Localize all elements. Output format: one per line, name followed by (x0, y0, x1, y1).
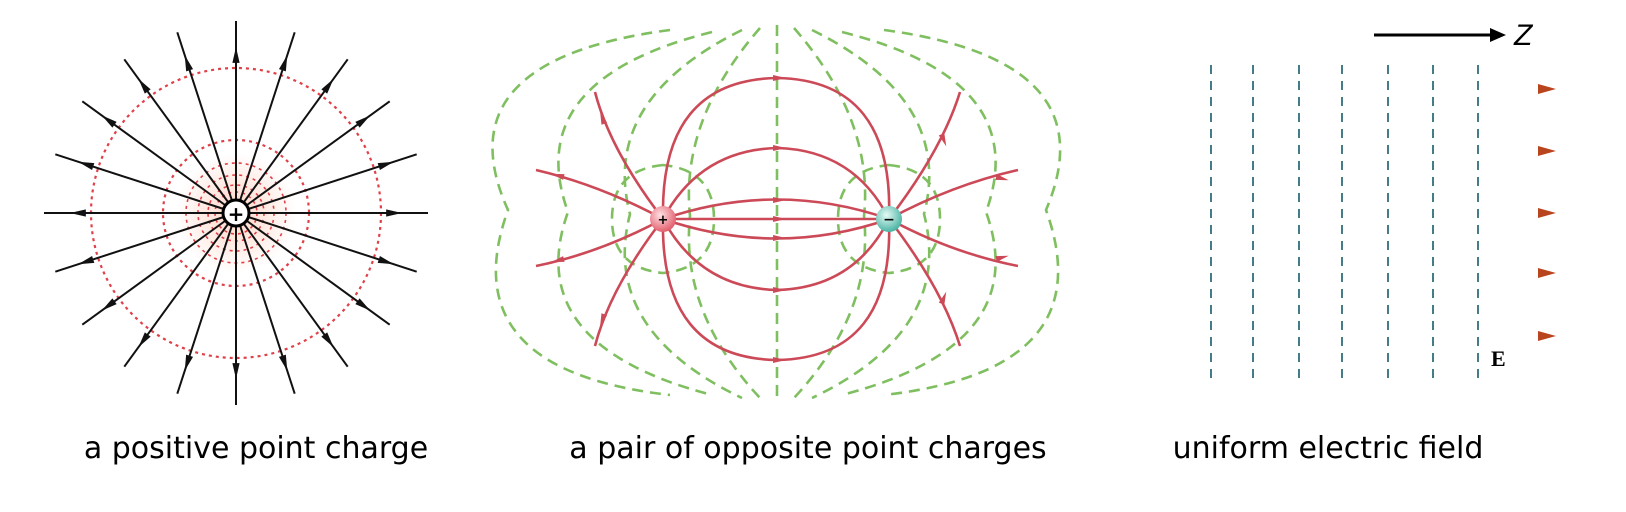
field-line-arrow (773, 145, 786, 151)
field-arrow-head (1538, 84, 1556, 94)
field-line (888, 217, 1019, 268)
field-line-arrow (78, 255, 95, 265)
field-arrow-head (1538, 208, 1556, 218)
field-line-arrow (377, 255, 394, 265)
field-line-arrow (600, 111, 608, 125)
dipole-negative-symbol: − (883, 212, 895, 228)
dipole-positive-charge (650, 206, 676, 232)
field-line-arrow (386, 209, 402, 217)
field-line-arrow (184, 354, 194, 371)
field-line-arrow (600, 313, 608, 327)
field-line-arrow (995, 255, 1009, 262)
field-line-arrow (278, 55, 288, 72)
positive-charge-symbol: + (228, 202, 245, 226)
dipole-diagram: + − a pair of opposite point charges (491, 25, 1062, 466)
field-line (887, 91, 962, 220)
field-line-arrow (773, 357, 786, 363)
field-line-arrow (551, 173, 565, 180)
z-axis-arrow (1374, 28, 1506, 42)
field-arrow-head (1538, 331, 1556, 341)
field-line-arrow (321, 78, 334, 94)
equipotential-line (557, 30, 713, 397)
dipole-negative-charge (876, 206, 902, 232)
equipotential-line (836, 163, 942, 275)
z-axis-label: Z (1513, 19, 1534, 52)
uniform-field-arrows (1168, 84, 1556, 341)
field-line-arrow (773, 287, 786, 293)
field-line (535, 217, 664, 268)
field-line-arrow (101, 115, 117, 128)
field-line-arrow (377, 161, 394, 171)
field-line-arrow (78, 161, 95, 171)
field-line-arrow (232, 363, 240, 379)
field-line-arrow (184, 55, 194, 72)
field-line-arrow (321, 332, 334, 348)
field-line-arrow (995, 174, 1009, 181)
dipole-positive-symbol: + (658, 213, 669, 228)
caption-positive-point-charge: a positive point charge (84, 431, 428, 466)
equipotential-line (610, 163, 716, 275)
field-line-arrow (355, 115, 371, 128)
field-line-arrow (551, 256, 565, 263)
field-line (535, 168, 664, 221)
field-arrow-head (1538, 268, 1556, 278)
positive-charge (221, 198, 251, 228)
field-line-arrow (101, 298, 117, 311)
field-line-arrow (355, 298, 371, 311)
field-line-arrow (232, 47, 240, 63)
equipotential-line (883, 28, 1062, 397)
equipotential-line (793, 27, 867, 399)
field-label-e: E (1491, 346, 1506, 371)
equipotential-line (841, 30, 997, 397)
caption-uniform-electric-field: uniform electric field (1173, 431, 1484, 466)
field-line-arrow (773, 75, 786, 81)
dipole-equipotential-lines (491, 25, 1062, 400)
field-line-arrow (138, 78, 151, 94)
field-line-arrow (938, 291, 947, 305)
field-line-arrow (773, 235, 786, 241)
field-line (593, 218, 665, 347)
dipole-field-lines (535, 75, 1019, 363)
equipotential-line (811, 28, 931, 400)
field-line (593, 91, 665, 220)
equipotential-line (491, 28, 671, 397)
equipotential-line (687, 27, 761, 399)
field-line-arrow (773, 197, 786, 203)
caption-opposite-point-charges: a pair of opposite point charges (569, 431, 1046, 466)
field-line (887, 218, 962, 347)
uniform-field-diagram: Z E uniform electric field (1168, 19, 1556, 466)
field-line-arrow (278, 354, 288, 371)
uniform-equipotential-lines (1210, 65, 1479, 378)
positive-point-charge-diagram: + a positive point charge (44, 21, 428, 466)
field-line-arrow (138, 332, 151, 348)
field-line (888, 168, 1019, 221)
field-arrow-head (1538, 146, 1556, 156)
field-line-arrow (938, 133, 947, 147)
field-line-arrow (773, 216, 786, 222)
equipotential-line (623, 28, 743, 400)
radial-field-lines (44, 21, 428, 405)
field-line-arrow (70, 209, 86, 217)
